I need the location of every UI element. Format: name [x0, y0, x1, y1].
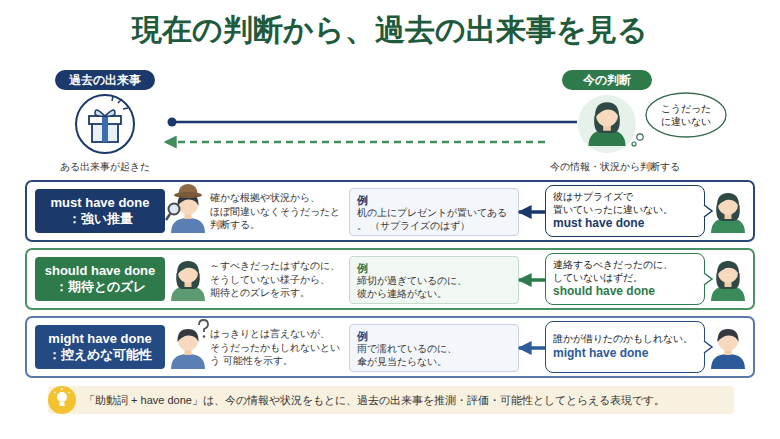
- gift-box: [92, 123, 118, 142]
- bubble-tail: [637, 134, 643, 140]
- pattern-name: should have done: [45, 263, 156, 279]
- timeline-line: [172, 121, 577, 124]
- diagram-title: 現在の判断から、過去の出来事を見る: [0, 10, 780, 50]
- pattern-header: should have done：期待とのズレ: [35, 257, 165, 301]
- arrow-connector: [165, 141, 545, 144]
- example-label: 例: [357, 261, 511, 275]
- pattern-meaning: ：控えめな可能性: [48, 347, 152, 363]
- judgment-text: 誰かが借りたのかもしれない。: [553, 333, 697, 346]
- pattern-name: might have done: [553, 346, 697, 361]
- pattern-header: must have done：強い推量: [35, 189, 165, 233]
- event-node: 過去の出来事ある出来事が起きた: [45, 68, 165, 174]
- description-text: ～すべきだったはずなのに、 そうしていない様子から、 期待とのズレを示す。: [210, 259, 346, 300]
- gift-circle: [76, 95, 134, 153]
- pattern-header: might have done：控えめな可能性: [35, 325, 165, 369]
- sparkle: [118, 99, 122, 103]
- pattern-band: はっきりとは言えないが、 そうだったかもしれないという 可能性を示す。 might…: [25, 316, 755, 378]
- note-text: 「助動詞 + have done」は、今の情報や状況をもとに、過去の出来事を推測…: [84, 393, 665, 408]
- pattern-name: must have done: [553, 216, 697, 231]
- bubble-text: こうだった に違いない: [656, 102, 716, 128]
- judgment-text: 連絡するべきだったのに、 していないはずだ。: [553, 259, 697, 284]
- caption-text: 今の情報・状況から判断する: [540, 160, 690, 173]
- pattern-band: ～すべきだったはずなのに、 そうしていない様子から、 期待とのズレを示す。 sho…: [25, 248, 755, 310]
- heading-pill: 過去の出来事: [55, 70, 155, 90]
- description-text: はっきりとは言えないが、 そうだったかもしれないという 可能性を示す。: [210, 327, 346, 368]
- pattern-name: should have done: [553, 284, 697, 299]
- heading-pill: 今の判断: [562, 70, 652, 90]
- example-text: 締切が過ぎているのに、 彼から連絡がない。: [357, 275, 511, 300]
- note-box: 「助動詞 + have done」は、今の情報や状況をもとに、過去の出来事を推測…: [48, 386, 734, 414]
- example-text: 机の上にプレゼントが置いてある。 （サプライズのはず）: [357, 207, 511, 232]
- example-box: 例締切が過ぎているのに、 彼から連絡がない。: [349, 256, 519, 304]
- person-icon: [588, 102, 625, 146]
- example-label: 例: [357, 329, 511, 343]
- bubble-ellipse: [646, 93, 726, 137]
- sparkle: [123, 108, 128, 109]
- gift-lid: [89, 116, 121, 124]
- judgment-node: 今の判断今の情報・状況から判断するこうだった に違いない: [545, 68, 735, 174]
- speech-box: 連絡するべきだったのに、 していないはずだ。should have done: [545, 253, 705, 305]
- pattern-name: might have done: [48, 331, 151, 347]
- pattern-meaning: ：強い推量: [68, 211, 133, 227]
- caption-text: ある出来事が起きた: [45, 160, 165, 173]
- example-box: 例机の上にプレゼントが置いてある。 （サプライズのはず）: [349, 188, 519, 236]
- bubble-tail: [632, 142, 636, 146]
- judgment-text: 彼はサプライズで 置いていったに違いない。: [553, 191, 697, 216]
- timeline-dot: [168, 118, 177, 127]
- speech-box: 彼はサプライズで 置いていったに違いない。must have done: [545, 185, 705, 237]
- thought-bubble: こうだった に違いない: [645, 92, 727, 138]
- gift-ribbon: [102, 116, 108, 142]
- person-backdrop: [578, 95, 636, 153]
- pattern-meaning: ：期待とのズレ: [55, 279, 146, 295]
- example-label: 例: [357, 193, 511, 207]
- example-text: 雨で濡れているのに、 傘が見当たらない。: [357, 343, 511, 368]
- example-box: 例雨で濡れているのに、 傘が見当たらない。: [349, 324, 519, 372]
- pattern-band: 確かな根拠や状況から、 ほぼ間違いなくそうだったと 判断する。 must have…: [25, 180, 755, 242]
- gift-bow: [95, 110, 115, 116]
- pattern-name: must have done: [51, 195, 150, 211]
- speech-box: 誰かが借りたのかもしれない。might have done: [545, 321, 705, 373]
- sparkle: [112, 96, 113, 101]
- bubble-outline: [645, 92, 727, 138]
- description-text: 確かな根拠や状況から、 ほぼ間違いなくそうだったと 判断する。: [210, 191, 346, 232]
